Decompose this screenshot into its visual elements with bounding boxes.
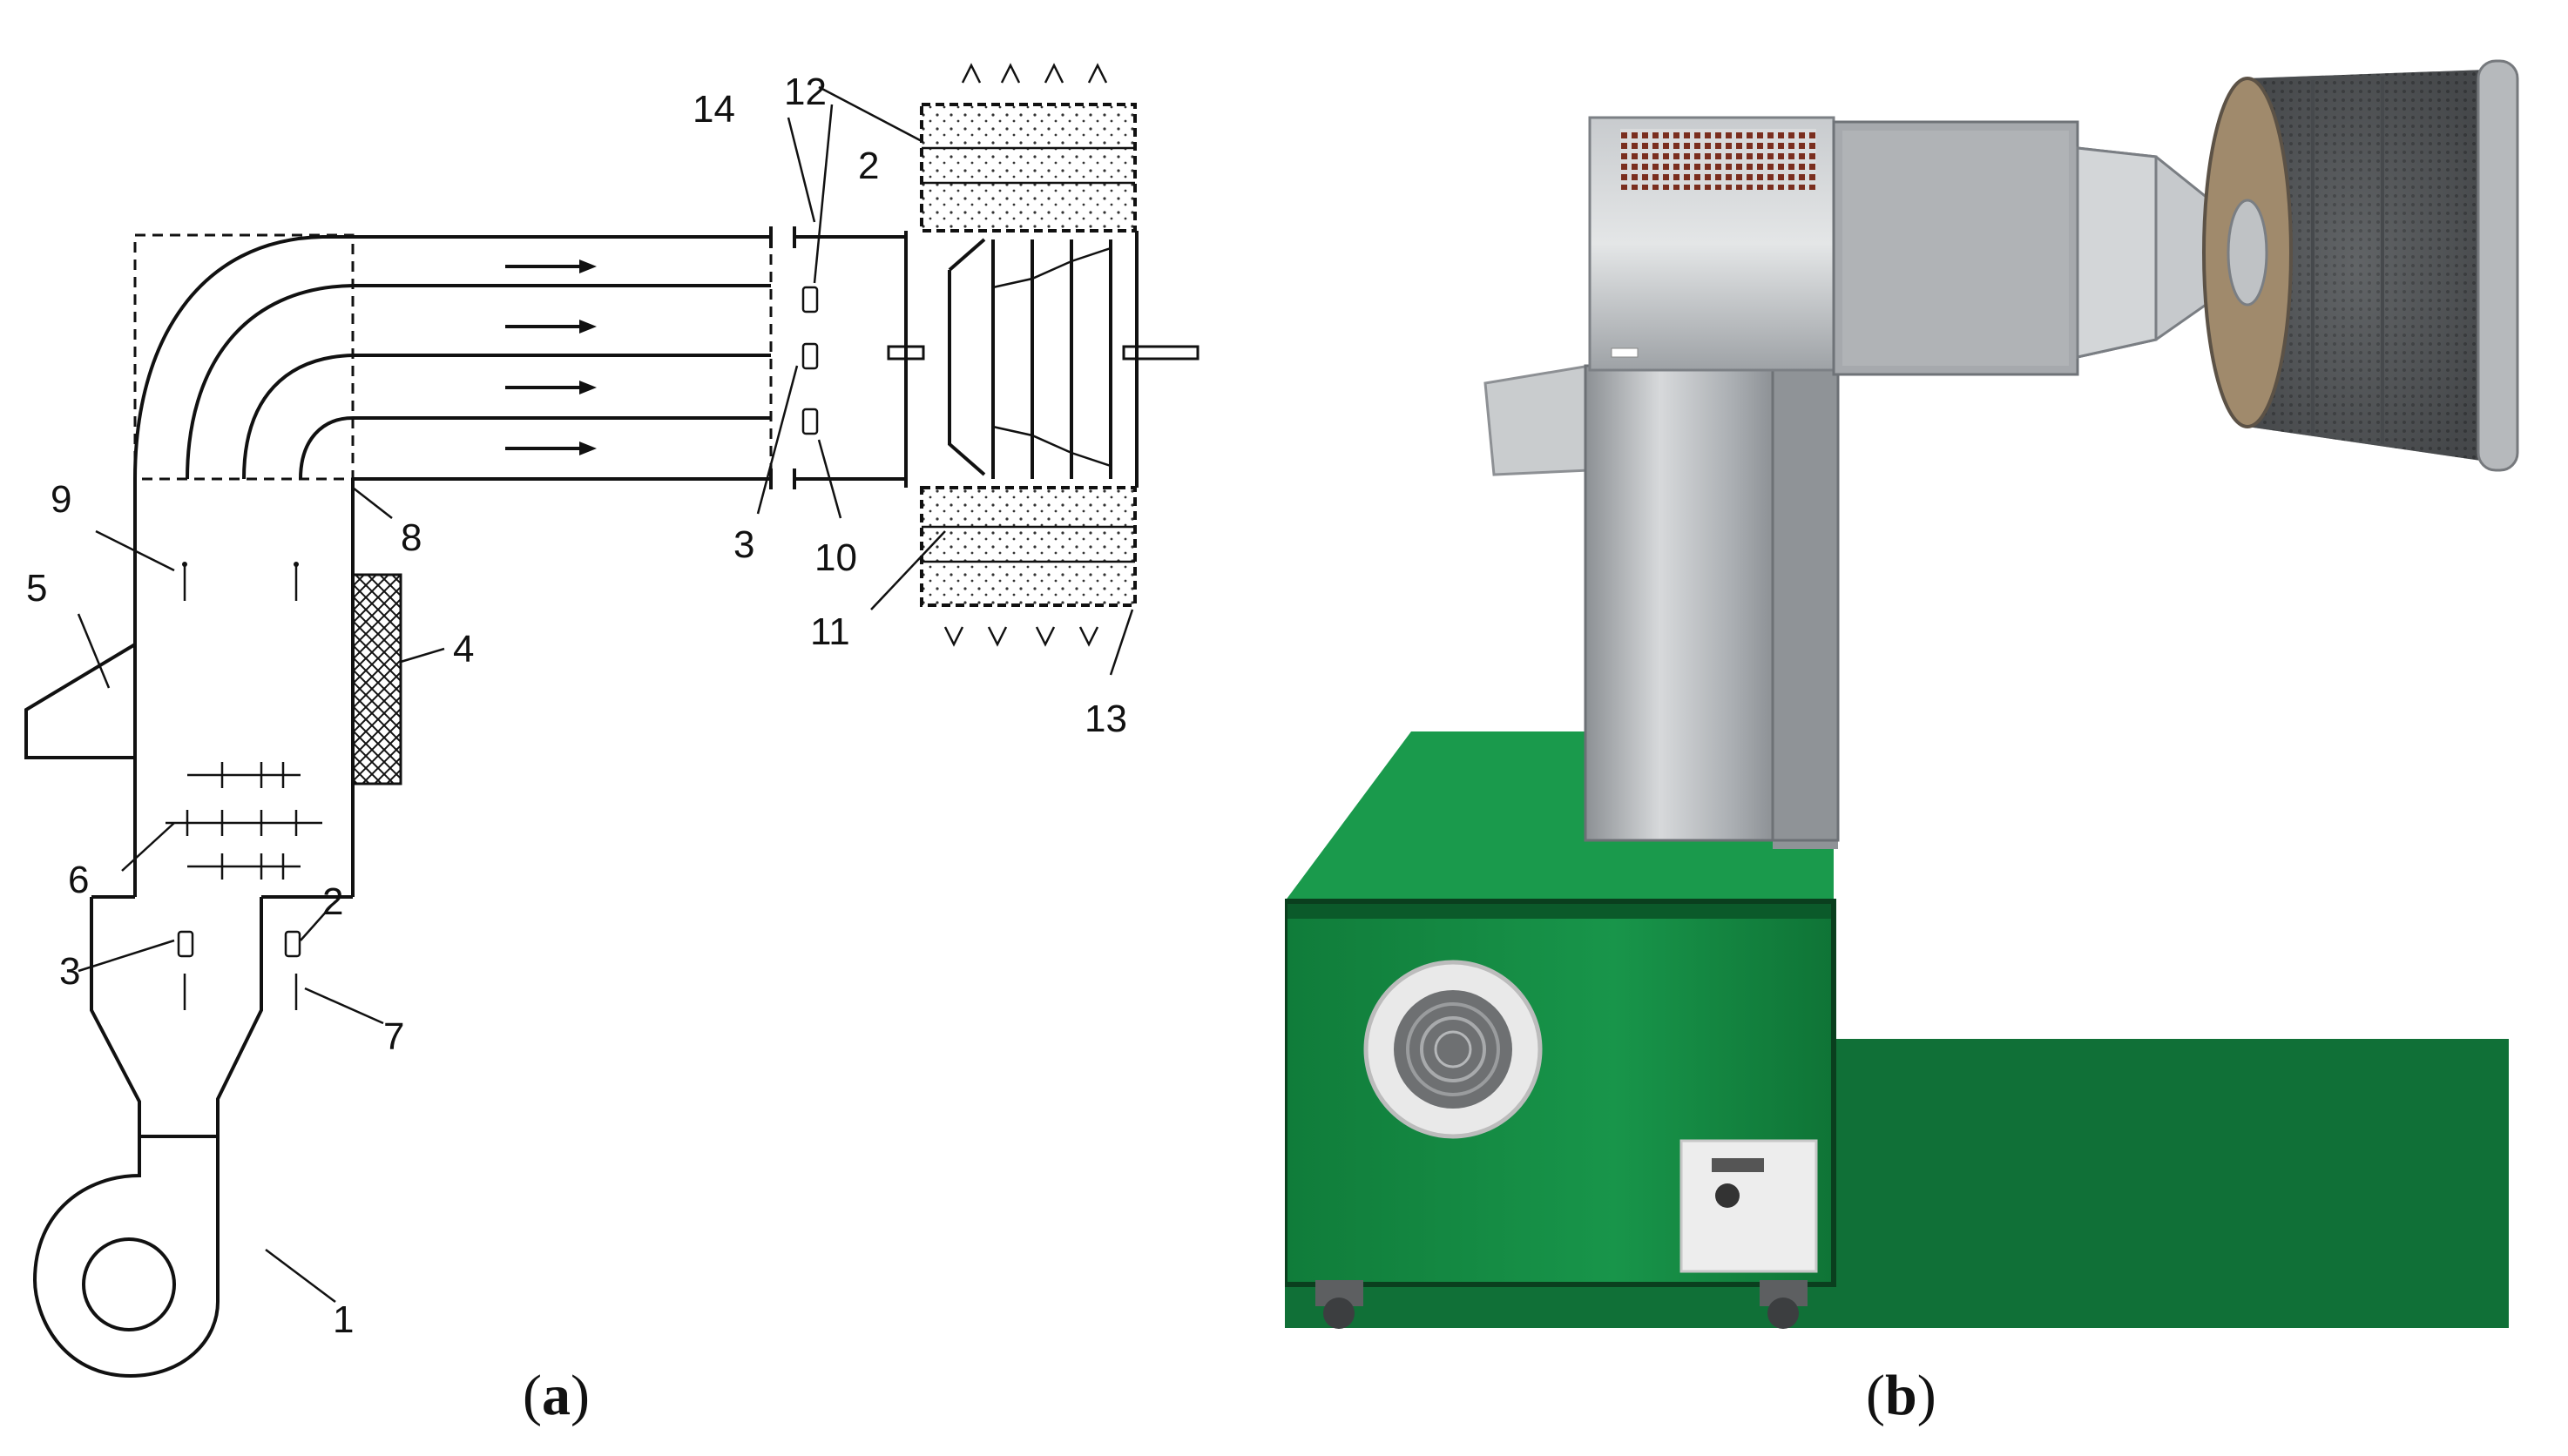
callout-7: 7 bbox=[383, 1015, 404, 1058]
mesh-drum bbox=[2202, 59, 2519, 472]
callout-5: 5 bbox=[26, 567, 47, 610]
horizontal-duct bbox=[353, 226, 906, 489]
callout-8: 8 bbox=[401, 516, 422, 559]
device-photograph bbox=[1285, 26, 2557, 1354]
top-housing bbox=[1588, 116, 2245, 376]
vent-grille bbox=[1620, 129, 1816, 190]
callout-14: 14 bbox=[693, 88, 735, 131]
caption-b-letter: b bbox=[1884, 1364, 1917, 1427]
airflow-arrows bbox=[505, 260, 597, 455]
caption-a-close: ) bbox=[570, 1364, 590, 1427]
schematic-diagram: 1 2 3 4 5 6 7 8 9 10 11 12 13 14 2 3 bbox=[24, 63, 1200, 1378]
drying-chamber bbox=[24, 479, 402, 1010]
callout-11: 11 bbox=[810, 610, 850, 653]
caption-b-open: ( bbox=[1866, 1364, 1885, 1427]
caption-b-close: ) bbox=[1916, 1364, 1936, 1427]
heater-element bbox=[351, 573, 402, 785]
caption-a: (a) bbox=[523, 1363, 590, 1429]
caption-a-open: ( bbox=[523, 1364, 542, 1427]
callout-3-duct: 3 bbox=[733, 523, 754, 566]
callout-13: 13 bbox=[1085, 698, 1127, 740]
caption-b: (b) bbox=[1866, 1363, 1936, 1429]
green-cabinet bbox=[1285, 731, 1836, 1329]
sieve-plates bbox=[166, 762, 322, 880]
callout-12: 12 bbox=[784, 71, 827, 113]
callout-9: 9 bbox=[51, 478, 71, 521]
elbow-duct bbox=[133, 233, 355, 481]
callout-2-duct: 2 bbox=[858, 145, 879, 187]
callout-3-chamber: 3 bbox=[59, 950, 80, 993]
caption-a-letter: a bbox=[541, 1364, 571, 1427]
hopper-funnel bbox=[90, 897, 263, 1136]
side-shelf bbox=[1483, 364, 1591, 476]
callout-1: 1 bbox=[333, 1298, 354, 1341]
callout-2-chamber: 2 bbox=[322, 880, 343, 923]
rotating-drum bbox=[887, 63, 1200, 647]
leader-lines bbox=[77, 85, 1134, 1303]
callout-labels: 1 2 3 4 5 6 7 8 9 10 11 12 13 14 2 3 bbox=[26, 71, 1127, 1341]
steel-column bbox=[1584, 364, 1840, 849]
callout-10: 10 bbox=[814, 536, 857, 579]
callout-6: 6 bbox=[68, 859, 89, 901]
fan bbox=[32, 1099, 220, 1378]
callout-4: 4 bbox=[453, 628, 474, 671]
